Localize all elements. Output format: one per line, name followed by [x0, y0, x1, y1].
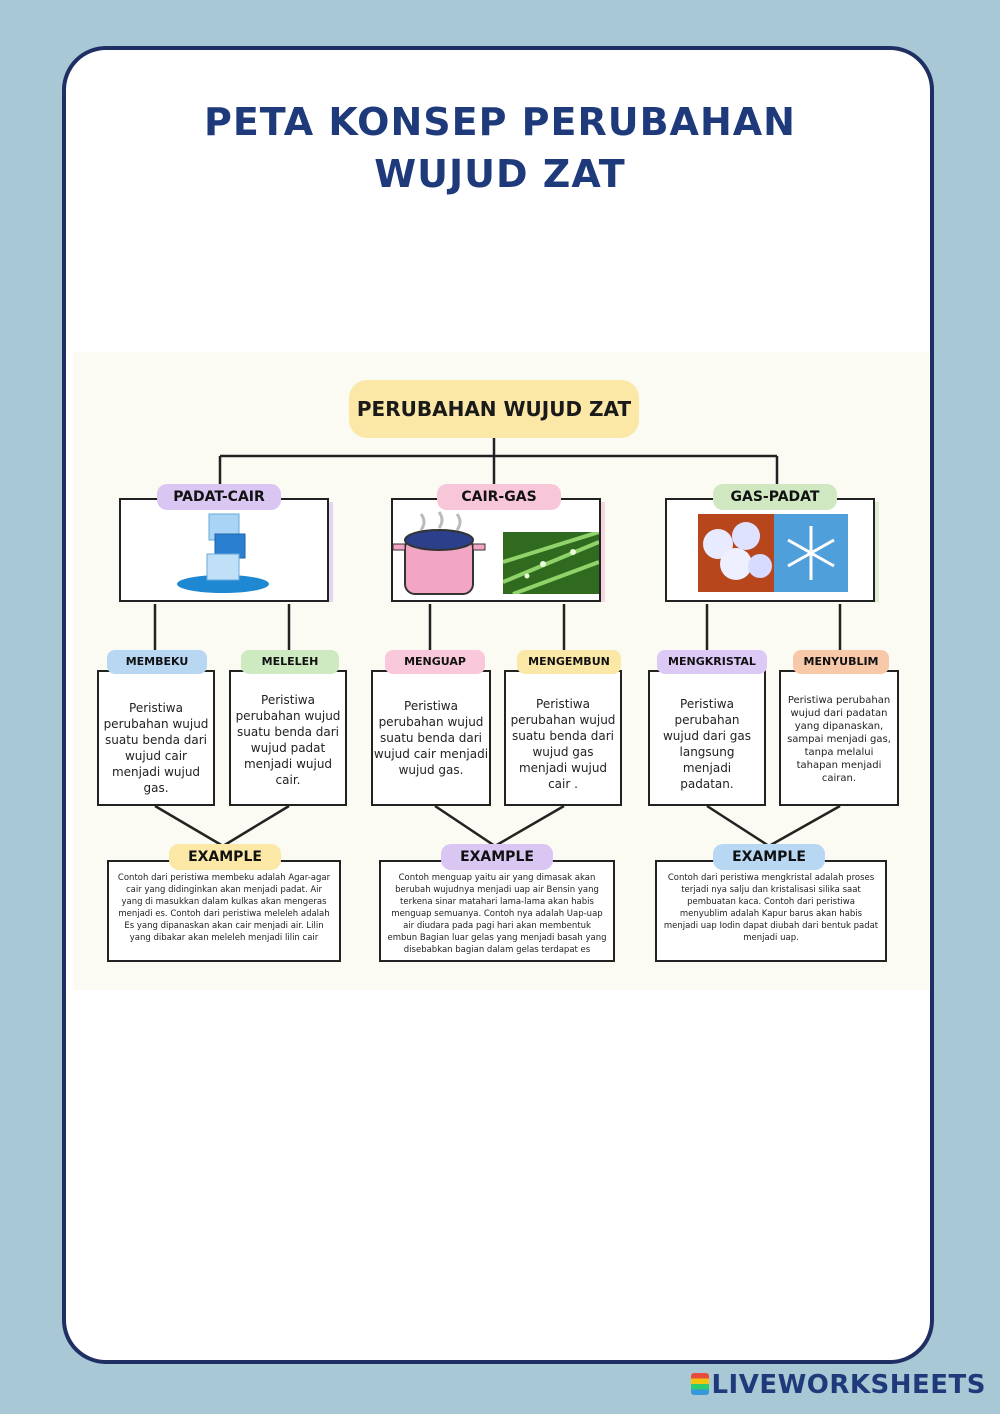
example-box-3: Contoh dari peristiwa mengkristal adalah…	[655, 860, 887, 962]
process-label-membeku: MEMBEKU	[107, 650, 207, 674]
liveworksheets-logo-icon	[691, 1373, 710, 1395]
definition-membeku: Peristiwa perubahan wujud suatu benda da…	[103, 701, 209, 795]
example-text-2: Contoh menguap yaitu air yang dimasak ak…	[387, 873, 607, 955]
group-label-gas-padat: GAS-PADAT	[713, 484, 837, 510]
page-title: PETA KONSEP PERUBAHAN WUJUD ZAT	[62, 96, 938, 200]
definition-menguap: Peristiwa perubahan wujud suatu benda da…	[373, 699, 489, 777]
example-box-1: Contoh dari peristiwa membeku adalah Aga…	[107, 860, 341, 962]
brand-text: LIVEWORKSHEETS	[711, 1370, 986, 1400]
group-label-padat-cair: PADAT-CAIR	[157, 484, 281, 510]
liveworksheets-logo[interactable]: LIVEWORKSHEETS	[691, 1370, 986, 1400]
process-label-menyublim: MENYUBLIM	[793, 650, 889, 674]
example-label-1: EXAMPLE	[169, 844, 281, 870]
example-label-2: EXAMPLE	[441, 844, 553, 870]
group-label-cair-gas: CAIR-GAS	[437, 484, 561, 510]
page-title-line-2: WUJUD ZAT	[374, 152, 626, 196]
process-label-menguap: MENGUAP	[385, 650, 485, 674]
boiling-pot-image	[392, 511, 486, 595]
page-title-line-1: PETA KONSEP PERUBAHAN	[204, 100, 796, 144]
example-text-3: Contoh dari peristiwa mengkristal adalah…	[663, 873, 879, 943]
process-label-mengkristal: MENGKRISTAL	[657, 650, 767, 674]
process-box-mengkristal	[648, 670, 766, 806]
process-label-meleleh: MELELEH	[241, 650, 339, 674]
concept-map: PERUBAHAN WUJUD ZAT PADAT-CAIR CAIR-GAS …	[73, 352, 929, 990]
mothballs-image	[698, 514, 774, 592]
definition-mengembun: Peristiwa perubahan wujud suatu benda da…	[510, 697, 616, 791]
dew-on-grass-image	[503, 532, 599, 594]
ice-melting-image	[177, 513, 269, 593]
example-box-2: Contoh menguap yaitu air yang dimasak ak…	[379, 860, 615, 962]
process-box-membeku	[97, 670, 215, 806]
definition-meleleh: Peristiwa perubahan wujud suatu benda da…	[235, 693, 341, 787]
definition-mengkristal: Peristiwa perubahan wujud dari gas langs…	[662, 697, 752, 791]
definition-menyublim: Peristiwa perubahan wujud dari padatan y…	[787, 695, 891, 784]
root-node: PERUBAHAN WUJUD ZAT	[349, 380, 639, 438]
example-label-3: EXAMPLE	[713, 844, 825, 870]
process-label-mengembun: MENGEMBUN	[517, 650, 621, 674]
process-box-meleleh	[229, 670, 347, 806]
example-text-1: Contoh dari peristiwa membeku adalah Aga…	[117, 873, 331, 943]
snowflake-image	[774, 514, 848, 592]
